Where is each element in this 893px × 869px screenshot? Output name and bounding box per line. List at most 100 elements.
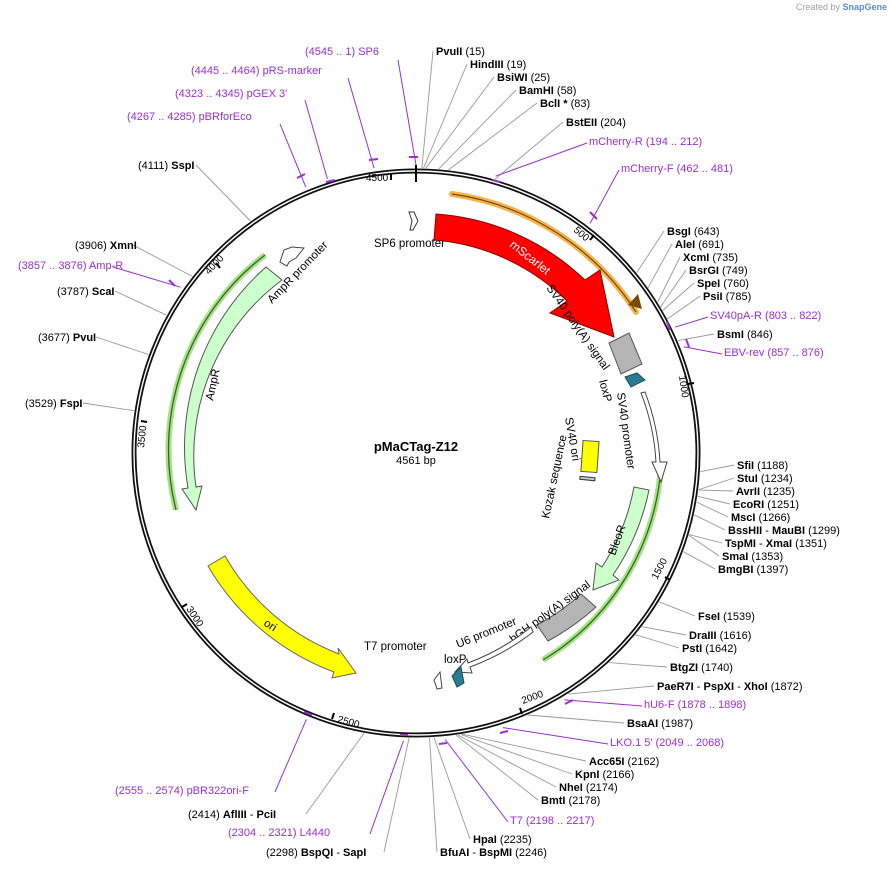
enzyme-bfuai[interactable]: BfuAI - BspMI (2246) bbox=[440, 847, 547, 859]
enzyme-bmgbi[interactable]: BmgBI (1397) bbox=[718, 564, 788, 576]
enzyme-hindiii[interactable]: HindIII (19) bbox=[470, 59, 526, 71]
primer-amp-r[interactable]: (3857 .. 3876) Amp-R bbox=[18, 260, 123, 272]
feature-bleor[interactable] bbox=[592, 486, 650, 591]
leader-bmgbi bbox=[683, 551, 716, 570]
feature-sv40-promoter[interactable] bbox=[640, 391, 668, 484]
primer-range: (4267 .. 4285) bbox=[127, 111, 199, 123]
primer-name: SP6 bbox=[358, 46, 379, 58]
enzyme-xcmi[interactable]: XcmI (735) bbox=[683, 252, 738, 264]
primer-pgex-3[interactable]: (4323 .. 4345) pGEX 3' bbox=[175, 88, 287, 100]
primer-mcherry-f[interactable]: mCherry-F (462 .. 481) bbox=[621, 163, 733, 175]
feature-u6-promoter[interactable] bbox=[453, 626, 534, 674]
enzyme-pos: (2246) bbox=[512, 847, 547, 859]
enzyme-bsrgi[interactable]: BsrGI (749) bbox=[689, 265, 748, 277]
enzyme-btgzi[interactable]: BtgZI (1740) bbox=[670, 662, 733, 674]
enzyme-sfii[interactable]: SfiI (1188) bbox=[737, 460, 788, 472]
primer-name: pRS-marker bbox=[263, 65, 323, 77]
enzyme-afliii[interactable]: (2414) AflIII - PciI bbox=[188, 809, 276, 821]
enzyme-psii[interactable]: PsiI (785) bbox=[703, 291, 751, 303]
enzyme-msci[interactable]: MscI (1266) bbox=[731, 512, 790, 524]
primer-range: (194 .. 212) bbox=[646, 136, 702, 148]
primer-range: (4445 .. 4464) bbox=[191, 65, 263, 77]
feature-kozak[interactable] bbox=[579, 475, 596, 482]
enzyme-sspi[interactable]: (4111) SspI bbox=[138, 160, 194, 172]
feature-sv40-polya[interactable] bbox=[608, 332, 643, 375]
leader-psii bbox=[667, 295, 701, 320]
enzyme-bspqi[interactable]: (2298) BspQI - SapI bbox=[266, 847, 366, 859]
primer-hu6-f[interactable]: hU6-F (1878 .. 1898) bbox=[644, 699, 746, 711]
enzyme-pos: (2298) bbox=[266, 847, 301, 859]
primer-sv40pa-r[interactable]: SV40pA-R (803 .. 822) bbox=[710, 310, 821, 322]
tick-3500 bbox=[140, 420, 148, 423]
ampr-highlight-arc-inner bbox=[167, 254, 266, 511]
tick-4000 bbox=[215, 262, 221, 269]
plasmid-size: 4561 bp bbox=[396, 455, 436, 467]
primer-sp6[interactable]: (4545 .. 1) SP6 bbox=[305, 46, 379, 58]
enzyme-pos: (2174) bbox=[583, 782, 618, 794]
primer-prs-marker[interactable]: (4445 .. 4464) pRS-marker bbox=[191, 65, 322, 77]
enzyme-psti[interactable]: PstI (1642) bbox=[682, 643, 737, 655]
feature-loxp-2[interactable] bbox=[451, 665, 465, 688]
enzyme-name: AflIII bbox=[223, 809, 247, 821]
enzyme-bsshii[interactable]: BssHII - MauBI (1299) bbox=[728, 525, 840, 537]
enzyme-pos: (2166) bbox=[599, 769, 634, 781]
primer-mark-sv40pa-r bbox=[666, 321, 671, 331]
primer-pbrforeco[interactable]: (4267 .. 4285) pBRforEco bbox=[127, 111, 252, 123]
enzyme-avrii[interactable]: AvrII (1235) bbox=[736, 486, 795, 498]
label-sp6-promoter: SP6 promoter bbox=[374, 238, 445, 250]
enzyme-fsei[interactable]: FseI (1539) bbox=[698, 611, 755, 623]
enzyme-ecori[interactable]: EcoRI (1251) bbox=[733, 499, 799, 511]
enzyme-smai[interactable]: SmaI (1353) bbox=[722, 551, 783, 563]
enzyme-pos: (1642) bbox=[702, 643, 737, 655]
primer-mcherry-r[interactable]: mCherry-R (194 .. 212) bbox=[589, 136, 702, 148]
feature-sv40-ori[interactable] bbox=[580, 439, 600, 474]
enzyme-fspi[interactable]: (3529) FspI bbox=[25, 398, 82, 410]
enzyme-scai[interactable]: (3787) ScaI bbox=[57, 286, 115, 298]
enzyme-bsiwi[interactable]: BsiWI (25) bbox=[497, 72, 550, 84]
primer-range: (4323 .. 4345) bbox=[175, 88, 247, 100]
primer-ebv-rev[interactable]: EBV-rev (857 .. 876) bbox=[724, 347, 824, 359]
primer-t7[interactable]: T7 (2198 .. 2217) bbox=[510, 815, 594, 827]
enzyme-pos: (1987) bbox=[658, 718, 693, 730]
enzyme-tspmi[interactable]: TspMI - XmaI (1351) bbox=[725, 538, 827, 550]
enzyme-acc65i[interactable]: Acc65I (2162) bbox=[589, 756, 659, 768]
primer-mark-pgex3 bbox=[325, 179, 336, 183]
enzyme-pvui[interactable]: (3677) PvuI bbox=[38, 332, 96, 344]
enzyme-xmni[interactable]: (3906) XmnI bbox=[75, 240, 137, 252]
enzyme-bsgi[interactable]: BsgI (643) bbox=[667, 226, 720, 238]
primer-leader-mcherry-r bbox=[495, 142, 588, 177]
enzyme-nhei[interactable]: NheI (2174) bbox=[559, 782, 618, 794]
enzyme-bsteii[interactable]: BstEII (204) bbox=[566, 117, 626, 129]
feature-bgh-polya[interactable] bbox=[536, 593, 597, 642]
primer-lko-1-5[interactable]: LKO.1 5' (2049 .. 2068) bbox=[610, 737, 724, 749]
enzyme-kpni[interactable]: KpnI (2166) bbox=[575, 769, 634, 781]
feature-ampr-promoter[interactable] bbox=[279, 246, 305, 267]
feature-ampr[interactable] bbox=[181, 266, 283, 512]
enzyme-pvuii[interactable]: PvuII (15) bbox=[436, 46, 485, 58]
enzyme-pos: (4111) bbox=[138, 160, 171, 172]
primer-leader-pbrforeco bbox=[279, 123, 307, 188]
enzyme-bmti[interactable]: BmtI (2178) bbox=[541, 795, 600, 807]
enzyme-bsmi[interactable]: BsmI (846) bbox=[717, 329, 773, 341]
primer-mark-pbr322ori-f bbox=[303, 711, 313, 716]
enzyme-bcli[interactable]: BclI * (83) bbox=[540, 98, 590, 110]
feature-loxp-1[interactable] bbox=[624, 372, 646, 388]
enzyme-bamhi[interactable]: BamHI (58) bbox=[519, 85, 576, 97]
enzyme-draiii[interactable]: DraIII (1616) bbox=[689, 630, 751, 642]
enzyme-alei[interactable]: AleI (691) bbox=[675, 239, 724, 251]
leader-pvui bbox=[95, 336, 149, 355]
feature-mscarlet[interactable] bbox=[433, 213, 615, 338]
feature-ori[interactable] bbox=[207, 555, 357, 679]
enzyme-paer7i[interactable]: PaeR7I - PspXI - XhoI (1872) bbox=[657, 681, 803, 693]
feature-sp6-promoter[interactable] bbox=[408, 211, 419, 231]
feature-t7-promoter[interactable] bbox=[433, 670, 443, 690]
enzyme-hpai[interactable]: HpaI (2235) bbox=[473, 834, 532, 846]
primer-pbr322ori-f[interactable]: (2555 .. 2574) pBR322ori-F bbox=[115, 785, 249, 797]
leader-pvuii bbox=[421, 50, 434, 169]
enzyme-bsaai[interactable]: BsaAI (1987) bbox=[627, 718, 693, 730]
label-sv40-promoter: SV40 promoter bbox=[614, 392, 637, 470]
enzyme-stui[interactable]: StuI (1234) bbox=[737, 473, 793, 485]
primer-l4440[interactable]: (2304 .. 2321) L4440 bbox=[228, 827, 330, 839]
leader-bsiwi bbox=[425, 76, 495, 169]
enzyme-spei[interactable]: SpeI (760) bbox=[697, 278, 749, 290]
